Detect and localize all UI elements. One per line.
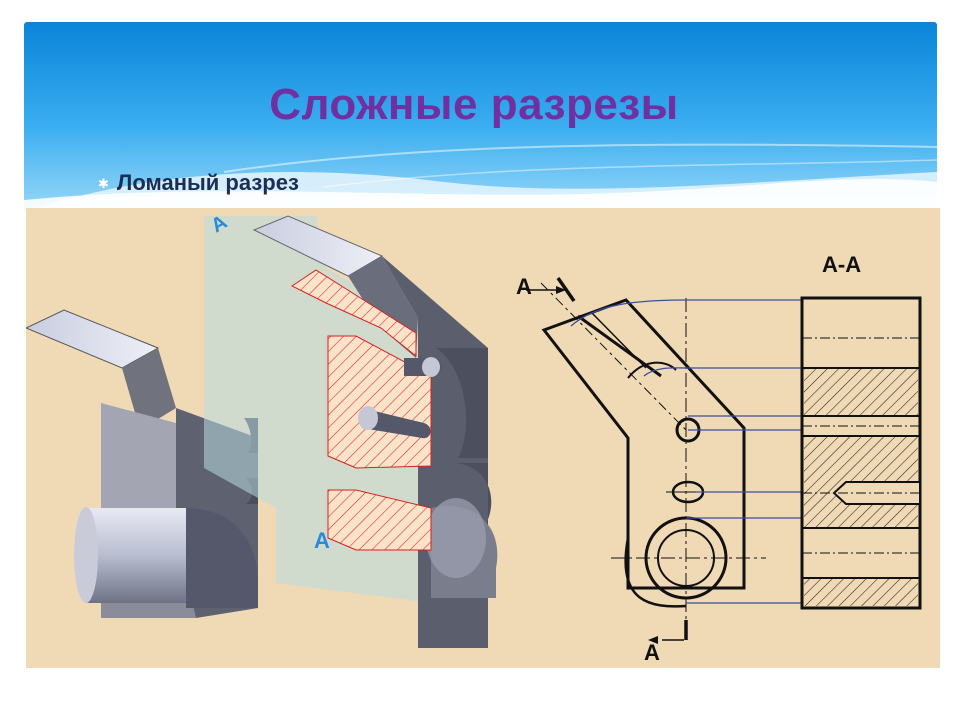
projection-lines bbox=[570, 299, 802, 604]
drawing-label-top: A bbox=[516, 274, 532, 299]
bullet-text: Ломаный разрез bbox=[116, 170, 299, 195]
snowflake-bullet-icon: ✱ bbox=[98, 175, 109, 191]
right-part-3d bbox=[252, 215, 498, 648]
section-figure: A A bbox=[26, 208, 940, 668]
cut-markers bbox=[526, 277, 688, 644]
section-label: A-A bbox=[822, 252, 861, 277]
section-view-a-a bbox=[800, 296, 922, 610]
header-banner bbox=[24, 22, 937, 212]
plane-label-bottom: A bbox=[314, 528, 330, 553]
left-part-3d bbox=[26, 309, 258, 618]
slide-title: Сложные разрезы bbox=[269, 80, 679, 129]
section-face-lower bbox=[327, 489, 432, 551]
section-face-upper bbox=[291, 269, 417, 358]
bullet-item: ✱ Ломаный разрез bbox=[98, 170, 299, 196]
header-background bbox=[24, 22, 937, 212]
drawing-label-bottom: A bbox=[644, 640, 660, 665]
